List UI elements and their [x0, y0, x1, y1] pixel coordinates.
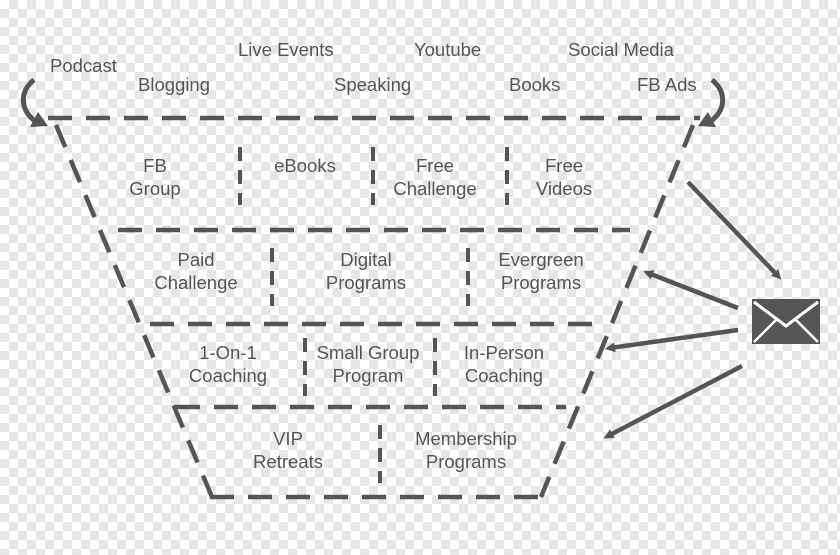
curved-arrow-icon [20, 78, 48, 127]
arrow-to-tier2 [643, 270, 739, 311]
source-fb-ads: FB Ads [637, 74, 697, 95]
source-youtube: Youtube [414, 39, 482, 60]
source-speaking: Speaking [334, 74, 412, 95]
funnel-right-edge [538, 124, 696, 498]
source-blogging: Blogging [138, 74, 211, 95]
funnel-left-edge [53, 124, 215, 498]
cell-dividers [238, 147, 509, 483]
funnel-outline [48, 115, 700, 500]
envelope-icon [752, 299, 820, 344]
email-arrows [603, 180, 782, 439]
source-podcast: Podcast [50, 55, 117, 76]
arrow-to-tier3 [605, 327, 739, 353]
source-social-media: Social Media [568, 39, 674, 60]
curved-arrow-icon [698, 78, 726, 127]
arrow-to-tier4 [603, 364, 744, 439]
source-live-events: Live Events [238, 39, 334, 60]
source-books: Books [509, 74, 561, 95]
tier1-cell-ebooks: eBooks [274, 155, 336, 176]
arrow-to-email [686, 180, 782, 280]
